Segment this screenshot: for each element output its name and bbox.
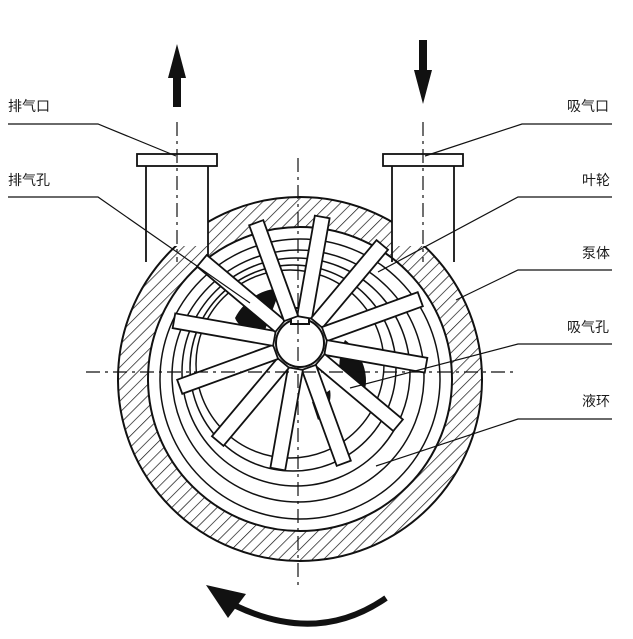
intake-arrow xyxy=(414,40,432,104)
label-intake-hole: 吸气孔 xyxy=(567,320,609,336)
label-impeller: 叶轮 xyxy=(582,173,610,189)
impeller-blade xyxy=(300,363,352,467)
impeller-blade xyxy=(323,339,429,374)
center-lines xyxy=(86,122,515,590)
leader-lines xyxy=(8,123,612,467)
impeller-blade xyxy=(176,343,280,395)
impeller-blade xyxy=(296,214,331,320)
impeller-blade xyxy=(195,253,287,334)
exhaust-arrow xyxy=(168,44,186,107)
impeller-blade xyxy=(313,352,405,433)
impeller-blade xyxy=(210,356,291,448)
label-exhaust-hole: 排气孔 xyxy=(8,173,50,189)
impeller-blade xyxy=(248,219,300,323)
label-intake-port: 吸气口 xyxy=(567,99,609,115)
label-liquid-ring: 液环 xyxy=(582,394,610,410)
impeller-blade xyxy=(171,312,277,347)
impeller-blade xyxy=(309,238,390,330)
impeller-blade xyxy=(320,291,424,343)
label-pump-body: 泵体 xyxy=(582,246,610,262)
impeller xyxy=(171,214,429,472)
impeller-hub xyxy=(275,307,325,368)
rotation-arrow xyxy=(206,585,388,627)
callout-labels: 排气口 排气孔 吸气口 叶轮 泵体 吸气孔 液环 xyxy=(8,99,610,410)
impeller-blade xyxy=(269,366,304,472)
label-exhaust-port: 排气口 xyxy=(8,99,50,115)
